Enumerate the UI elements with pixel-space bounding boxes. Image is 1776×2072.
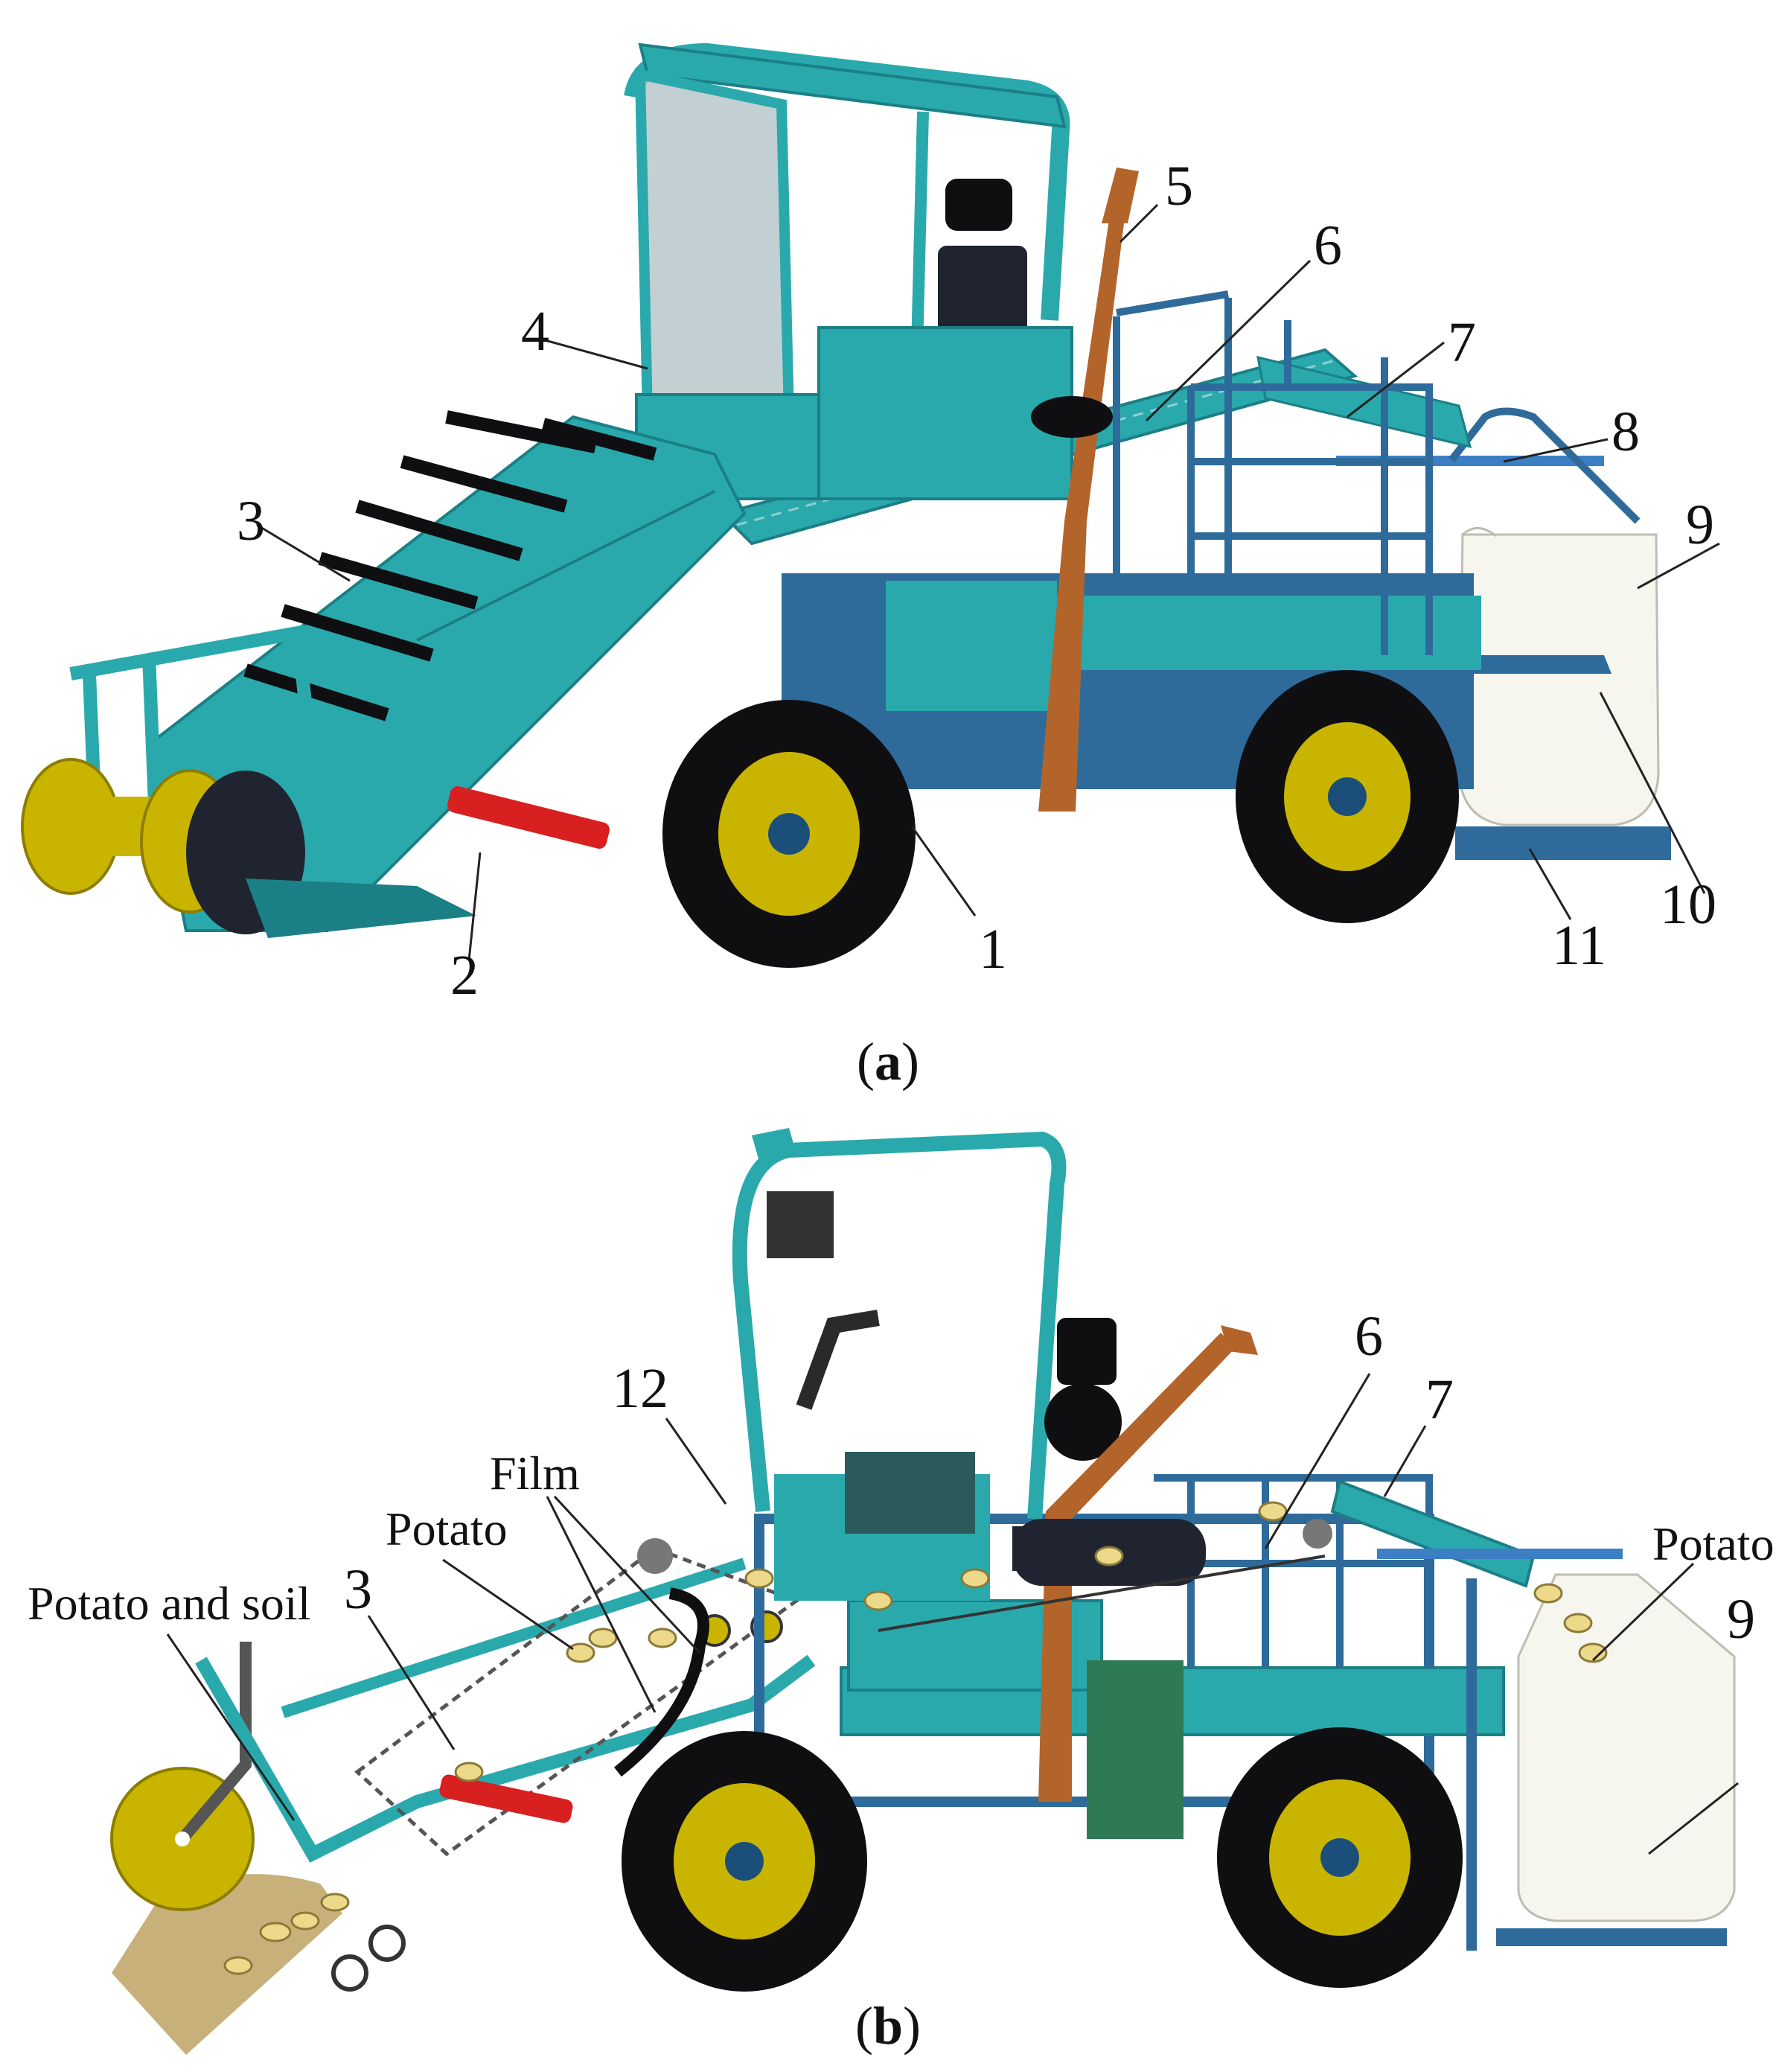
cab-roof <box>638 42 1067 129</box>
label-potato-left: Potato <box>386 1502 508 1555</box>
sprocket-2 <box>368 1925 406 1962</box>
callout-4: 4 <box>521 300 549 363</box>
label-potato-and-soil: Potato and soil <box>28 1577 310 1630</box>
collection-bag-b <box>1517 1573 1736 1922</box>
collection-bag <box>1457 533 1660 826</box>
hydraulic-cylinder <box>447 786 610 849</box>
crane-motor <box>1031 396 1113 438</box>
bag-hanger-bar-b <box>1377 1549 1623 1559</box>
caption-a-letter: a <box>875 1032 901 1091</box>
callout-9-b: 9 <box>1727 1588 1755 1651</box>
callout-3: 3 <box>237 490 265 552</box>
leaders-a <box>256 203 1720 961</box>
callout-11: 11 <box>1552 914 1606 977</box>
film-strip <box>614 1587 709 1777</box>
control-box <box>886 581 1057 711</box>
conveyor-rail <box>416 490 715 642</box>
digging-conveyor <box>147 415 747 932</box>
caption-b: (b) <box>855 1996 921 2056</box>
leaders-b <box>166 1373 1739 1855</box>
callout-12: 12 <box>612 1357 668 1420</box>
callout-6-b: 6 <box>1355 1305 1383 1368</box>
cleaning-sprocket <box>1303 1519 1332 1549</box>
label-potato-right: Potato <box>1652 1517 1775 1570</box>
mirror-box <box>767 1191 834 1258</box>
digging-shovel <box>246 879 476 938</box>
discharge-chute-b <box>1330 1479 1536 1588</box>
callout-5: 5 <box>1165 155 1193 217</box>
crane-hook-b <box>1221 1325 1258 1355</box>
roller-hub <box>175 1832 190 1846</box>
callout-9: 9 <box>1686 494 1714 556</box>
caption-a: (a) <box>857 1032 919 1091</box>
railings <box>1113 290 1433 655</box>
crane-hook <box>1102 168 1139 223</box>
panel-b-illustration <box>110 1128 1739 2055</box>
callout-1: 1 <box>979 918 1007 981</box>
drive-sprocket <box>637 1538 673 1574</box>
potatoes <box>223 1501 1608 1975</box>
panel-a-illustration <box>21 42 1720 968</box>
bag-rim <box>1461 527 1497 538</box>
front-wheel <box>662 700 916 968</box>
roller-arm <box>177 1642 252 1843</box>
hydraulic-cylinder-b <box>439 1774 573 1823</box>
callout-7: 7 <box>1448 311 1476 374</box>
engine-fan <box>1044 1383 1122 1461</box>
crane-arm <box>1038 220 1124 812</box>
crane-arm-b <box>1038 1333 1236 1802</box>
valve-box <box>845 1452 975 1534</box>
label-film: Film <box>490 1447 580 1499</box>
callout-6: 6 <box>1314 214 1342 277</box>
callouts-a: 1 2 3 4 5 6 7 8 9 10 11 <box>237 155 1716 1007</box>
air-filter-b <box>1057 1318 1117 1385</box>
front-frame-b <box>195 1654 816 1863</box>
foot-board <box>1455 826 1671 860</box>
caption-b-letter: b <box>873 1996 903 2056</box>
callout-3-b: 3 <box>344 1558 372 1621</box>
foot-board-b <box>1496 1928 1727 1946</box>
front-wheel-b <box>622 1731 867 1992</box>
cab-windscreen <box>634 68 795 422</box>
bag-hanger-arc <box>1448 407 1641 524</box>
cab-floor <box>817 326 1073 500</box>
callout-10: 10 <box>1660 873 1716 936</box>
sprocket-1 <box>331 1954 368 1992</box>
cab-roof-tip <box>752 1128 796 1161</box>
rear-wheel-b <box>1217 1727 1463 1988</box>
side-deck <box>1057 596 1481 670</box>
engine-air-filter <box>945 179 1012 231</box>
rear-wheel <box>1236 670 1459 923</box>
callout-7-b: 7 <box>1425 1368 1454 1431</box>
engine-block <box>1087 1660 1184 1839</box>
bag-post <box>1466 1578 1477 1951</box>
callout-8: 8 <box>1612 401 1640 463</box>
frame-bar <box>281 1558 747 1718</box>
steering-wheel <box>796 1310 880 1410</box>
callouts-b: Potato and soil 3 Potato Film 12 6 7 Pot… <box>28 1305 1775 1651</box>
conveyor-rakes <box>243 410 657 721</box>
callout-2: 2 <box>450 944 479 1007</box>
cleaning-belt <box>878 1555 1326 1632</box>
